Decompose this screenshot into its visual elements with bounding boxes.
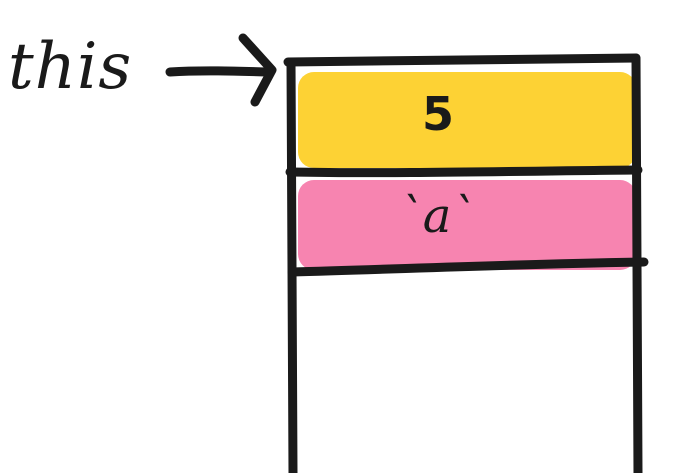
- pointer-label: this: [8, 30, 132, 104]
- memory-block-outline: [283, 53, 649, 473]
- memory-cell-1-fill: [298, 72, 636, 168]
- memory-cell-2-value: `a`: [399, 188, 476, 244]
- memory-cell-2-fill: [298, 180, 636, 270]
- memory-cell-1-value: 5: [422, 87, 454, 141]
- pointer-arrow: [165, 33, 277, 107]
